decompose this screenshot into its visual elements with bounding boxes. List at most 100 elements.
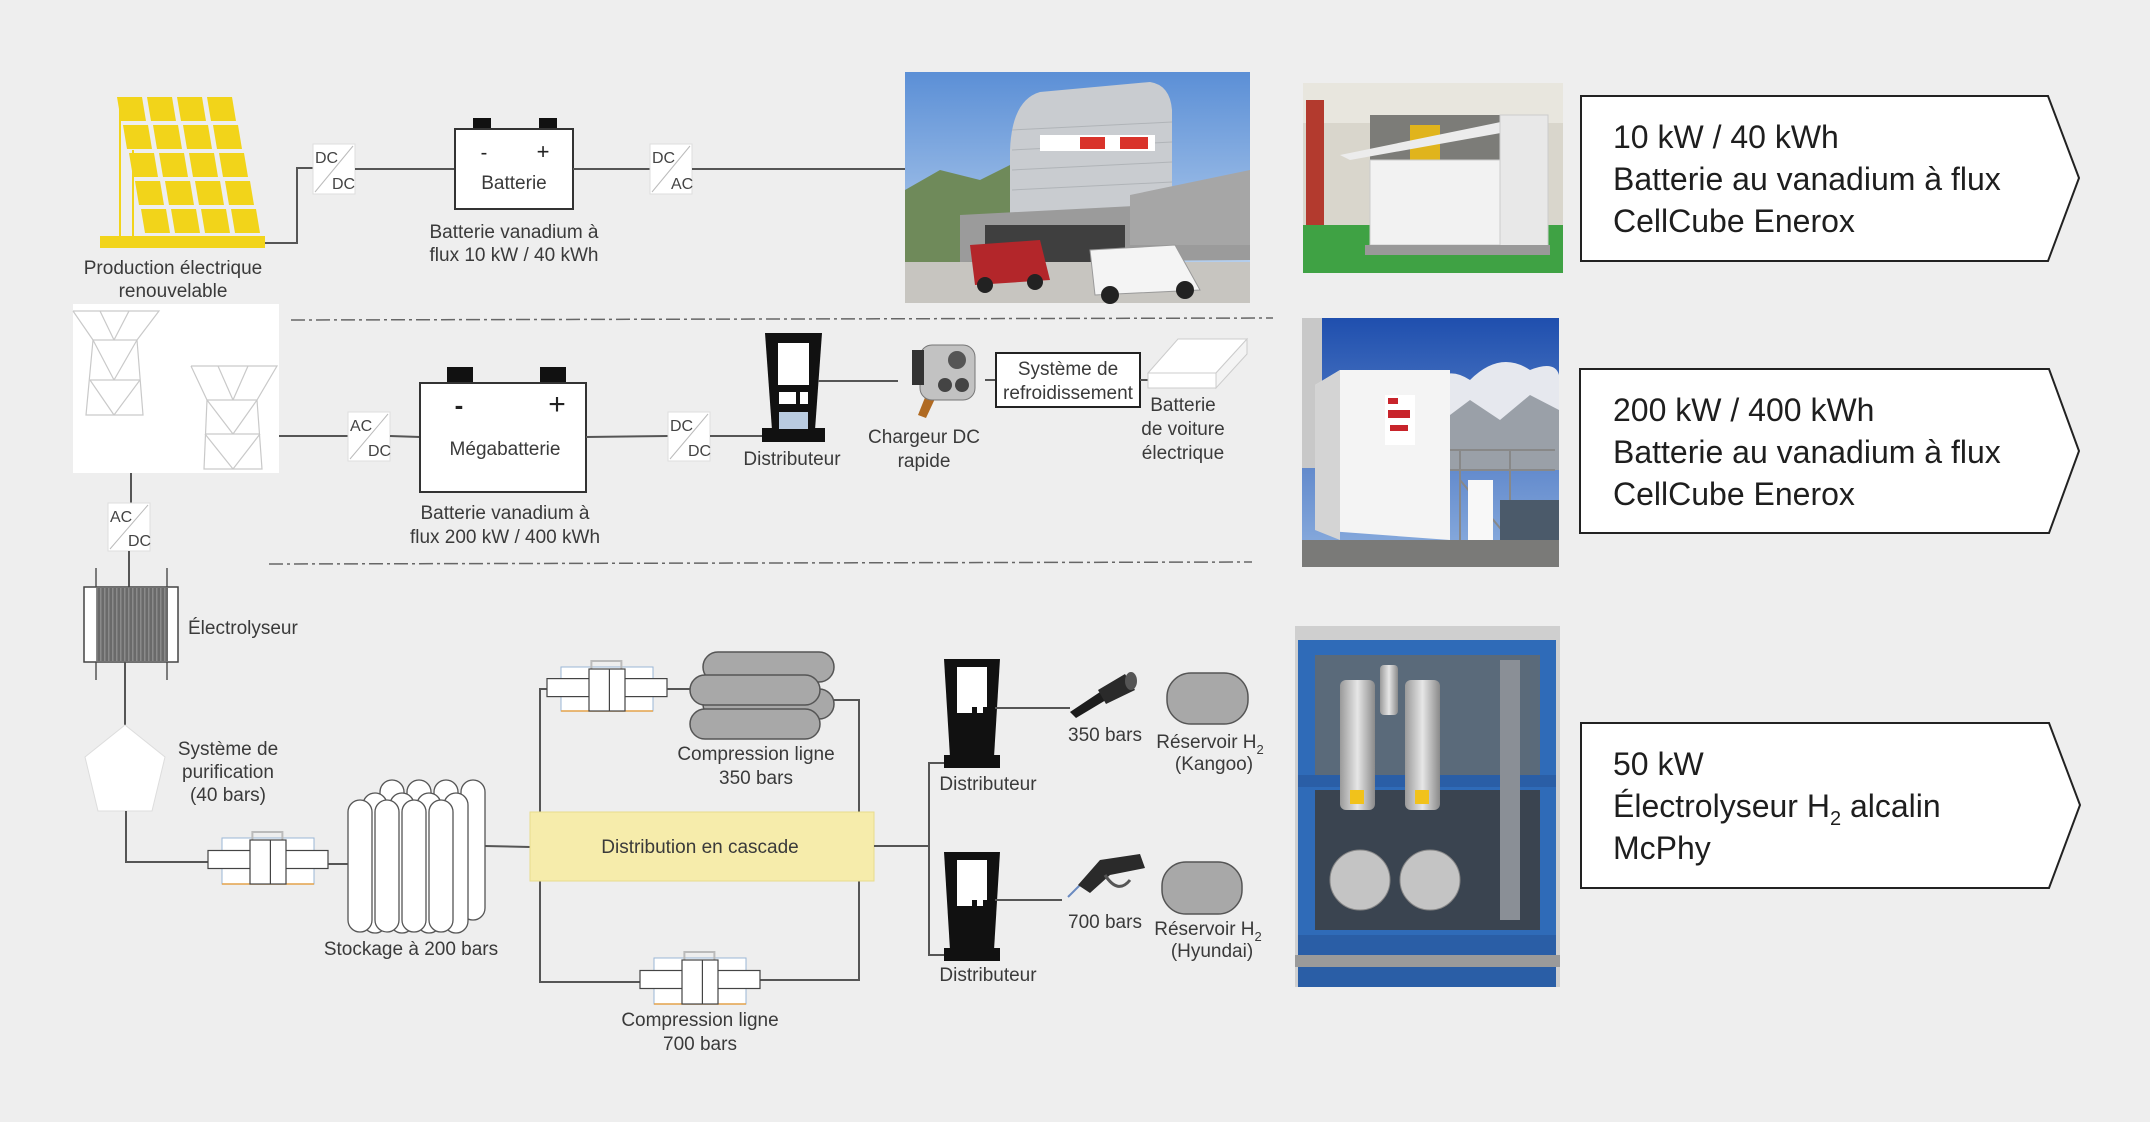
purification-system-icon: [84, 724, 166, 812]
wire-tanks350-cascade: [834, 699, 860, 812]
electrolyzer-photo: [1295, 626, 1560, 987]
storage-tank: [374, 799, 400, 933]
megabattery-icon: - + Mégabatterie: [419, 367, 587, 493]
megabattery-caption-line1: Batterie vanadium à: [421, 503, 590, 524]
solar-cell: [195, 181, 224, 205]
wire-purification-compressor: [125, 811, 208, 863]
tanks-350-icon: [689, 651, 835, 740]
tank-kangoo-icon: [1166, 672, 1249, 725]
solar-cell: [153, 125, 182, 149]
solar-cell: [117, 97, 146, 121]
svg-text:Électrolyseur H2 alcalin: Électrolyseur H2 alcalin: [1613, 788, 1941, 830]
svg-text:+: +: [537, 139, 550, 164]
solar-cell: [147, 97, 176, 121]
solar-cell: [165, 181, 194, 205]
tank-hyundai-label-line2: (Hyundai): [1171, 941, 1253, 962]
battery-label: Batterie: [481, 173, 546, 194]
h2-dispenser-700-icon: [944, 852, 1000, 961]
converter-dcdc-icon: DC DC: [312, 143, 356, 195]
svg-text:DC: DC: [688, 443, 711, 460]
cellcube-large-photo: [1302, 318, 1559, 567]
cellcube-small-photo: [1303, 83, 1563, 273]
dc-fast-charger-icon: [912, 344, 976, 418]
charger-label-line1: Chargeur DC: [868, 427, 980, 448]
ev-battery-icon: [1146, 337, 1249, 390]
svg-text:10 kW / 40 kWh: 10 kW / 40 kWh: [1613, 119, 1839, 155]
battery-caption-line2: flux 10 kW / 40 kWh: [430, 245, 599, 266]
dispenser-700-label: Distributeur: [939, 965, 1037, 986]
svg-text:50 kW: 50 kW: [1613, 746, 1704, 782]
svg-text:Système de: Système de: [1018, 359, 1118, 380]
solar-cell: [183, 125, 212, 149]
purification-label-line2: purification: [182, 762, 274, 783]
svg-text:DC: DC: [332, 176, 355, 193]
compression-700-label-line1: Compression ligne: [621, 1010, 778, 1031]
charger-label-line2: rapide: [898, 451, 951, 472]
callout-cellcube-10kw: 10 kW / 40 kWh Batterie au vanadium à fl…: [1580, 95, 2081, 262]
svg-text:AC: AC: [110, 509, 132, 526]
solar-cell: [231, 209, 260, 233]
tank-kangoo-label-line1: Réservoir H2: [1156, 732, 1264, 757]
separator-line-2: [268, 561, 1253, 565]
electrolyzer-label: Électrolyseur: [188, 618, 298, 639]
purification-label-line1: Système de: [178, 739, 278, 760]
station-photo: [905, 72, 1250, 304]
compressor-350-icon: [546, 660, 668, 712]
storage-label: Stockage à 200 bars: [324, 939, 498, 960]
tank-hyundai-icon: [1161, 861, 1243, 915]
svg-text:DC: DC: [368, 443, 391, 460]
tank-hyundai-label-line1: Réservoir H2: [1154, 919, 1262, 944]
compressor-700-icon: [639, 951, 761, 1005]
storage-tank: [347, 799, 373, 933]
converter-dcac-icon: DC AC: [649, 143, 693, 195]
svg-text:refroidissement: refroidissement: [1003, 383, 1134, 404]
converter-acdc-icon: AC DC: [347, 411, 391, 462]
svg-text:DC: DC: [315, 150, 338, 167]
ev-battery-label-line1: Batterie: [1150, 395, 1215, 416]
wire-dispenser-branch: [928, 762, 944, 956]
solar-cell: [177, 97, 206, 121]
nozzle-350-label: 350 bars: [1068, 725, 1142, 746]
dispenser-350-label: Distributeur: [939, 774, 1037, 795]
megabattery-label: Mégabatterie: [450, 439, 561, 460]
callout-mcphy-50kw: 50 kW Électrolyseur H2 alcalin McPhy: [1580, 722, 2082, 889]
svg-text:CellCube Enerox: CellCube Enerox: [1613, 476, 1855, 512]
purification-label-line3: (40 bars): [190, 785, 266, 806]
ev-dispenser-icon: [762, 333, 825, 442]
solar-cell: [159, 153, 188, 177]
svg-text:Batterie au vanadium à flux: Batterie au vanadium à flux: [1613, 434, 2001, 470]
converter-dcdc-2-icon: DC DC: [667, 411, 711, 462]
solar-cell: [135, 181, 164, 205]
dispenser-label: Distributeur: [743, 449, 841, 470]
wire-solar-dcdc: [265, 167, 313, 244]
compressor-icon: [207, 831, 329, 885]
battery-icon: - + Batterie: [454, 118, 574, 210]
solar-cell: [225, 181, 254, 205]
fuel-gun-700-icon: [1067, 854, 1145, 898]
svg-text:-: -: [481, 142, 488, 164]
power-grid-icon: [72, 304, 279, 473]
solar-cell: [219, 153, 248, 177]
solar-cell: [189, 153, 218, 177]
svg-text:AC: AC: [350, 418, 372, 435]
svg-text:CellCube Enerox: CellCube Enerox: [1613, 203, 1855, 239]
solar-cell: [129, 153, 158, 177]
svg-text:200 kW / 400 kWh: 200 kW / 400 kWh: [1613, 392, 1874, 428]
solar-cell: [213, 125, 242, 149]
storage-tank: [401, 799, 427, 933]
white-car-icon: [1089, 244, 1201, 296]
wire-comp700-cascade: [760, 881, 860, 981]
cooling-system-box: Système de refroidissement: [995, 352, 1141, 408]
nozzle-350-icon: [1070, 672, 1137, 718]
h2-dispenser-350-icon: [944, 659, 1000, 768]
wire-acdc-megabattery: [389, 435, 421, 438]
gun-700-label: 700 bars: [1068, 912, 1142, 933]
electrolyzer-icon: [83, 568, 179, 680]
compression-700-label-line2: 700 bars: [663, 1034, 737, 1055]
separator-line-1: [290, 317, 1274, 321]
solar-cell: [141, 209, 170, 233]
svg-text:Batterie au vanadium à flux: Batterie au vanadium à flux: [1613, 161, 2001, 197]
compression-350-label-line1: Compression ligne: [677, 744, 834, 765]
svg-text:McPhy: McPhy: [1613, 830, 1711, 866]
